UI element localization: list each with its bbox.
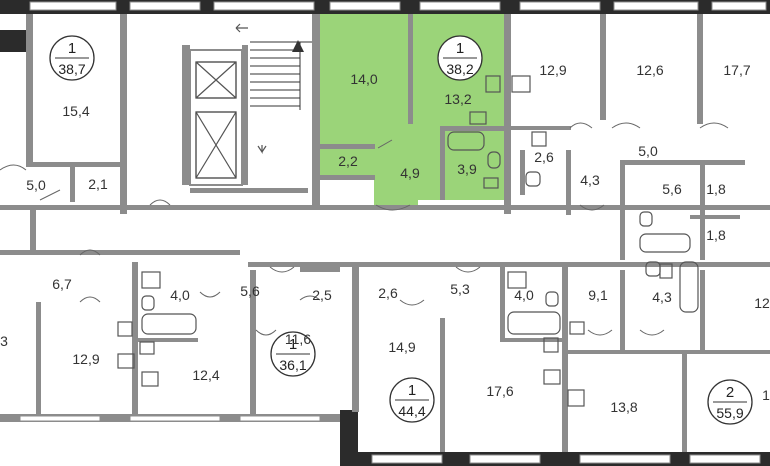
room-area-label: 2,2	[338, 153, 358, 169]
stairwell	[189, 23, 312, 186]
apartment-room-count: 2	[726, 384, 734, 401]
room-area-label: 12,9	[72, 351, 99, 367]
apartment-room-count: 1	[408, 382, 416, 399]
room-area-label: 6,7	[52, 276, 72, 292]
apartment-total-area: 38,7	[58, 61, 85, 77]
room-area-label: 17,7	[723, 62, 750, 78]
room-area-label: 17,6	[486, 383, 513, 399]
apartment-badge[interactable]: 138,7	[49, 35, 95, 81]
room-area-label: 12	[754, 295, 770, 311]
room-area-label: 12,4	[192, 367, 219, 383]
room-area-label: 4,9	[400, 165, 420, 181]
room-area-label: 1,8	[706, 181, 726, 197]
apartment-badge[interactable]: 144,4	[389, 377, 435, 423]
room-area-label: 13,8	[610, 399, 637, 415]
bottom-facade	[0, 410, 770, 466]
room-area-label: 5,3	[450, 281, 470, 297]
room-area-label: 14,0	[350, 71, 377, 87]
room-area-label: 12,9	[539, 62, 566, 78]
room-area-label: 14,9	[388, 339, 415, 355]
room-area-label: 3	[0, 333, 8, 349]
apartment-total-area: 55,9	[716, 405, 743, 421]
room-area-label: 1,8	[706, 227, 726, 243]
room-area-label: 4,0	[514, 287, 534, 303]
apartment-total-area: 36,1	[279, 357, 306, 373]
apartment-total-area: 38,2	[446, 61, 473, 77]
apartment-badge[interactable]: 138,2	[437, 35, 483, 81]
room-area-label: 5,6	[662, 181, 682, 197]
apartment-badge[interactable]: 136,1	[270, 331, 316, 377]
room-area-label: 2,1	[88, 176, 108, 192]
walls	[0, 14, 770, 452]
apartment-room-count: 1	[68, 40, 76, 57]
room-area-label: 5,0	[638, 143, 658, 159]
room-area-label: 12,6	[636, 62, 663, 78]
doors	[0, 122, 729, 336]
room-area-label: 2,6	[378, 285, 398, 301]
apartment-badge[interactable]: 255,9	[707, 379, 753, 425]
room-area-label: 4,3	[580, 172, 600, 188]
room-area-label: 5,0	[26, 177, 46, 193]
top-facade	[0, 0, 770, 52]
room-area-label: 13,2	[444, 91, 471, 107]
plumbing-fixtures	[117, 75, 699, 407]
room-area-label: 2,6	[534, 149, 554, 165]
room-area-label: 9,1	[588, 287, 608, 303]
apartment-total-area: 44,4	[398, 403, 425, 419]
room-area-label: 3,9	[457, 161, 477, 177]
apartment-room-count: 1	[456, 40, 464, 57]
room-area-label: 11,6	[285, 331, 311, 347]
room-area-label: 1	[762, 387, 770, 403]
room-area-label: 15,4	[62, 103, 89, 119]
room-area-label: 4,0	[170, 287, 190, 303]
room-area-label: 4,3	[652, 289, 672, 305]
room-area-label: 5,6	[240, 283, 260, 299]
room-area-label: 2,5	[312, 287, 332, 303]
apartment-room-count: 1	[289, 336, 297, 353]
